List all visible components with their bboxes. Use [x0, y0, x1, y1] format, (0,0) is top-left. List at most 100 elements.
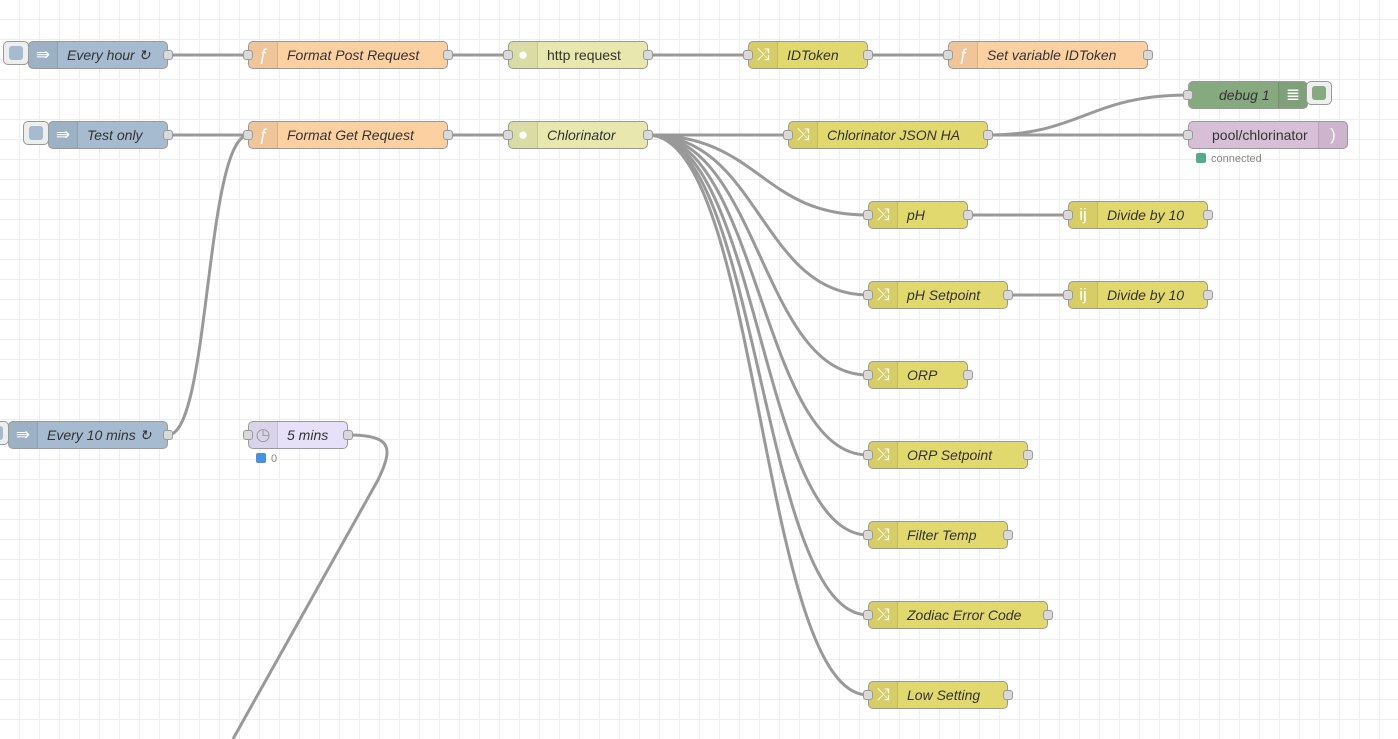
input-port[interactable] [503, 130, 513, 140]
range-node-ph[interactable]: ij Divide by 10 [1063, 201, 1213, 229]
http-request-node-chlorinator[interactable]: ● Chlorinator [503, 121, 653, 149]
output-port[interactable] [343, 430, 353, 440]
output-port[interactable] [1143, 50, 1153, 60]
shuffle-icon: ⤨ [869, 522, 898, 548]
output-port[interactable] [1203, 290, 1213, 300]
output-port[interactable] [983, 130, 993, 140]
output-port[interactable] [443, 50, 453, 60]
wire[interactable] [647, 133, 869, 297]
range-node-ph-setpoint[interactable]: ij Divide by 10 [1063, 281, 1213, 309]
input-port[interactable] [1063, 290, 1073, 300]
input-port[interactable] [783, 130, 793, 140]
wire[interactable] [647, 133, 869, 617]
node-label: Chlorinator JSON HA [827, 127, 961, 143]
node-label: http request [547, 47, 621, 63]
output-port[interactable] [1203, 210, 1213, 220]
output-port[interactable] [963, 370, 973, 380]
shuffle-icon: ⤨ [869, 362, 898, 388]
inject-button[interactable] [3, 41, 29, 65]
range-icon: ij [1069, 202, 1098, 228]
change-node-filter-temp[interactable]: ⤨ Filter Temp [863, 521, 1013, 549]
globe-icon: ● [509, 42, 538, 68]
shuffle-icon: ⤨ [869, 602, 898, 628]
input-port[interactable] [863, 370, 873, 380]
input-port[interactable] [243, 50, 253, 60]
output-port[interactable] [1003, 690, 1013, 700]
input-port[interactable] [863, 450, 873, 460]
output-port[interactable] [163, 50, 173, 60]
status-text: connected [1211, 153, 1262, 165]
change-node-zodiac-error[interactable]: ⤨ Zodiac Error Code [863, 601, 1053, 629]
input-port[interactable] [743, 50, 753, 60]
mqtt-status: connected [1196, 153, 1262, 165]
shuffle-icon: ⤨ [869, 282, 898, 308]
wire[interactable] [987, 93, 1189, 137]
wire[interactable] [647, 133, 869, 697]
delay-status: 0 [256, 453, 277, 465]
inject-node-every-10-mins[interactable]: ⇛ Every 10 mins ↻ [8, 421, 173, 449]
output-port[interactable] [1023, 450, 1033, 460]
input-port[interactable] [863, 210, 873, 220]
input-port[interactable] [243, 430, 253, 440]
node-label: Format Post Request [287, 47, 420, 63]
inject-node-test-only[interactable]: ⇛ Test only [48, 121, 173, 149]
node-label: 5 mins [287, 427, 329, 443]
inject-node-every-hour[interactable]: ⇛ Every hour ↻ [28, 41, 173, 69]
wire[interactable] [647, 133, 869, 377]
output-port[interactable] [1003, 290, 1013, 300]
change-node-ph-setpoint[interactable]: ⤨ pH Setpoint [863, 281, 1013, 309]
output-port[interactable] [643, 50, 653, 60]
input-port[interactable] [243, 130, 253, 140]
output-port[interactable] [163, 430, 173, 440]
node-label: Format Get Request [287, 127, 414, 143]
input-port[interactable] [1183, 130, 1193, 140]
change-node-orp[interactable]: ⤨ ORP [863, 361, 973, 389]
wire[interactable] [647, 133, 869, 537]
function-node-format-get[interactable]: ƒ Format Get Request [243, 121, 453, 149]
change-node-idtoken[interactable]: ⤨ IDToken [743, 41, 873, 69]
mqtt-out-node[interactable]: pool/chlorinator ) [1183, 121, 1348, 149]
wire[interactable] [647, 133, 869, 217]
function-node-set-idtoken[interactable]: ƒ Set variable IDToken [943, 41, 1153, 69]
status-dot [256, 453, 266, 463]
wire[interactable] [647, 133, 869, 457]
input-port[interactable] [503, 50, 513, 60]
wire[interactable] [167, 133, 249, 437]
node-label: IDToken [787, 47, 839, 63]
function-icon: ƒ [949, 42, 978, 68]
shuffle-icon: ⤨ [869, 442, 898, 468]
input-port[interactable] [1183, 90, 1193, 100]
input-port[interactable] [863, 530, 873, 540]
output-port[interactable] [1043, 610, 1053, 620]
inject-button[interactable] [23, 121, 49, 145]
function-node-format-post[interactable]: ƒ Format Post Request [243, 41, 453, 69]
change-node-chlorinator-json[interactable]: ⤨ Chlorinator JSON HA [783, 121, 993, 149]
debug-node[interactable]: debug 1 ≣ [1183, 81, 1308, 109]
output-port[interactable] [963, 210, 973, 220]
status-text: 0 [271, 453, 278, 465]
http-request-node[interactable]: ● http request [503, 41, 653, 69]
output-port[interactable] [1003, 530, 1013, 540]
delay-node-5-mins[interactable]: ◷ 5 mins [243, 421, 353, 449]
input-port[interactable] [1063, 210, 1073, 220]
input-port[interactable] [863, 610, 873, 620]
node-label: Filter Temp [907, 527, 977, 543]
debug-toggle-button[interactable] [1306, 81, 1332, 105]
arrow-in-icon: ⇛ [49, 122, 78, 148]
change-node-ph[interactable]: ⤨ pH [863, 201, 973, 229]
node-label: Every 10 mins ↻ [47, 427, 152, 443]
change-node-low-setting[interactable]: ⤨ Low Setting [863, 681, 1013, 709]
node-label: Every hour ↻ [67, 47, 151, 63]
input-port[interactable] [863, 290, 873, 300]
output-port[interactable] [863, 50, 873, 60]
node-label: ORP [907, 367, 938, 383]
output-port[interactable] [643, 130, 653, 140]
node-label: Chlorinator [547, 127, 616, 143]
change-node-orp-setpoint[interactable]: ⤨ ORP Setpoint [863, 441, 1033, 469]
wire[interactable] [231, 433, 389, 739]
input-port[interactable] [863, 690, 873, 700]
output-port[interactable] [443, 130, 453, 140]
input-port[interactable] [943, 50, 953, 60]
output-port[interactable] [163, 130, 173, 140]
